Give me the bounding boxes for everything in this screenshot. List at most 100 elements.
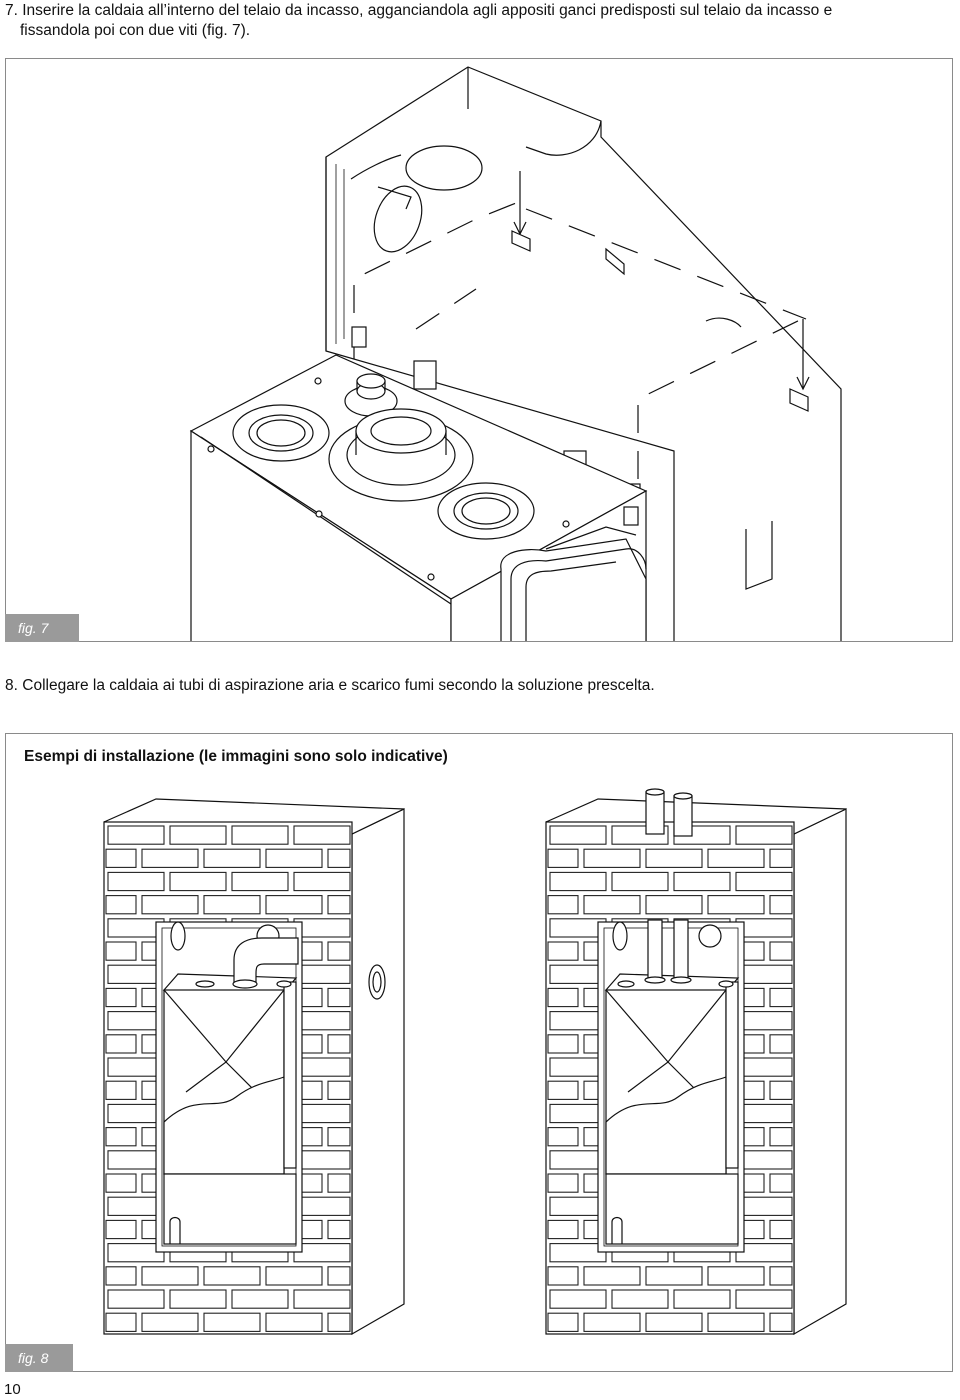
wall-brick xyxy=(105,895,137,915)
wall-brick xyxy=(769,1127,793,1147)
wall-brick xyxy=(769,1034,793,1054)
wall-brick xyxy=(265,848,323,868)
wall-brick xyxy=(141,1266,199,1286)
wall-brick xyxy=(549,871,607,892)
step-7-line-1: Inserire la caldaia all’interno del tela… xyxy=(22,2,833,19)
wall-brick xyxy=(611,871,669,892)
wall-brick xyxy=(769,987,793,1008)
wall-brick xyxy=(231,871,289,892)
wall-brick xyxy=(265,895,323,915)
wall-brick xyxy=(707,848,765,868)
wall-brick xyxy=(645,1312,703,1332)
wall-brick xyxy=(547,941,579,961)
wall-brick xyxy=(105,1312,137,1332)
wall-brick xyxy=(327,1080,351,1100)
wall-brick xyxy=(547,987,579,1008)
wall-brick xyxy=(141,1312,199,1332)
wall-brick xyxy=(105,987,137,1008)
wall-brick xyxy=(769,1219,793,1240)
wall-brick xyxy=(549,1243,607,1263)
wall-brick xyxy=(583,895,641,915)
wall-brick xyxy=(293,1289,351,1309)
step-8-number: 8. xyxy=(5,677,18,694)
wall-brick xyxy=(547,848,579,868)
wall-brick xyxy=(707,1266,765,1286)
wall-brick xyxy=(169,1289,227,1309)
wall-brick xyxy=(547,1312,579,1332)
wall-brick xyxy=(169,871,227,892)
wall-brick xyxy=(327,1034,351,1054)
wall-brick xyxy=(105,1034,137,1054)
wall-brick xyxy=(583,1266,641,1286)
wall-brick xyxy=(673,1289,731,1309)
wall-brick xyxy=(327,1127,351,1147)
wall-brick xyxy=(645,848,703,868)
wall-brick xyxy=(769,941,793,961)
wall-brick xyxy=(327,1312,351,1332)
wall-brick xyxy=(141,895,199,915)
wall-brick xyxy=(327,1219,351,1240)
wall-installation-twin-pipe-illustration-icon xyxy=(545,788,847,1336)
wall-brick xyxy=(105,1266,137,1286)
step-7-text: 7. Inserire la caldaia all’interno del t… xyxy=(5,1,905,41)
figure-8-frame xyxy=(5,733,953,1372)
wall-brick xyxy=(105,1127,137,1147)
page-number: 10 xyxy=(4,1381,21,1398)
wall-brick xyxy=(231,1289,289,1309)
wall-brick xyxy=(265,1266,323,1286)
figure-7-frame xyxy=(5,58,953,642)
wall-brick xyxy=(547,1127,579,1147)
wall-brick xyxy=(547,1173,579,1193)
wall-brick xyxy=(735,871,793,892)
wall-brick xyxy=(265,1312,323,1332)
wall-brick xyxy=(547,1034,579,1054)
wall-brick xyxy=(105,848,137,868)
boiler-recessed-frame-illustration-icon xyxy=(189,66,842,641)
wall-brick xyxy=(735,1243,793,1263)
wall-brick xyxy=(105,1219,137,1240)
wall-brick xyxy=(107,871,165,892)
wall-brick xyxy=(611,1289,669,1309)
wall-brick xyxy=(293,871,351,892)
figure-7-label: fig. 7 xyxy=(5,614,79,642)
wall-brick xyxy=(769,848,793,868)
wall-brick xyxy=(327,987,351,1008)
wall-brick xyxy=(169,825,227,845)
wall-brick xyxy=(707,895,765,915)
wall-brick xyxy=(141,848,199,868)
wall-brick xyxy=(583,848,641,868)
step-8-text: 8. Collegare la caldaia ai tubi di aspir… xyxy=(5,676,955,696)
wall-brick xyxy=(327,1266,351,1286)
wall-brick xyxy=(203,848,261,868)
wall-brick xyxy=(327,941,351,961)
wall-brick xyxy=(293,825,351,845)
installation-examples-title: Esempi di installazione (le immagini son… xyxy=(24,748,448,765)
wall-brick xyxy=(547,895,579,915)
wall-brick xyxy=(107,825,165,845)
wall-brick xyxy=(769,1173,793,1193)
installation-examples-illustration xyxy=(103,788,847,1336)
wall-brick xyxy=(583,1312,641,1332)
wall-installation-elbow-flue-illustration-icon xyxy=(103,798,405,1336)
wall-brick xyxy=(735,825,793,845)
wall-brick xyxy=(769,1312,793,1332)
wall-brick xyxy=(769,1266,793,1286)
wall-brick xyxy=(105,941,137,961)
wall-brick xyxy=(707,1312,765,1332)
wall-brick xyxy=(107,1289,165,1309)
wall-brick xyxy=(203,895,261,915)
wall-brick xyxy=(549,1289,607,1309)
wall-brick xyxy=(105,1080,137,1100)
figure-8-label: fig. 8 xyxy=(5,1344,73,1372)
wall-brick xyxy=(549,825,607,845)
wall-brick xyxy=(735,1289,793,1309)
wall-brick xyxy=(203,1266,261,1286)
wall-brick xyxy=(107,1243,165,1263)
wall-brick xyxy=(547,1219,579,1240)
wall-brick xyxy=(327,1173,351,1193)
wall-brick xyxy=(231,825,289,845)
wall-brick xyxy=(769,895,793,915)
wall-brick xyxy=(547,1266,579,1286)
wall-brick xyxy=(645,1266,703,1286)
wall-brick xyxy=(327,895,351,915)
